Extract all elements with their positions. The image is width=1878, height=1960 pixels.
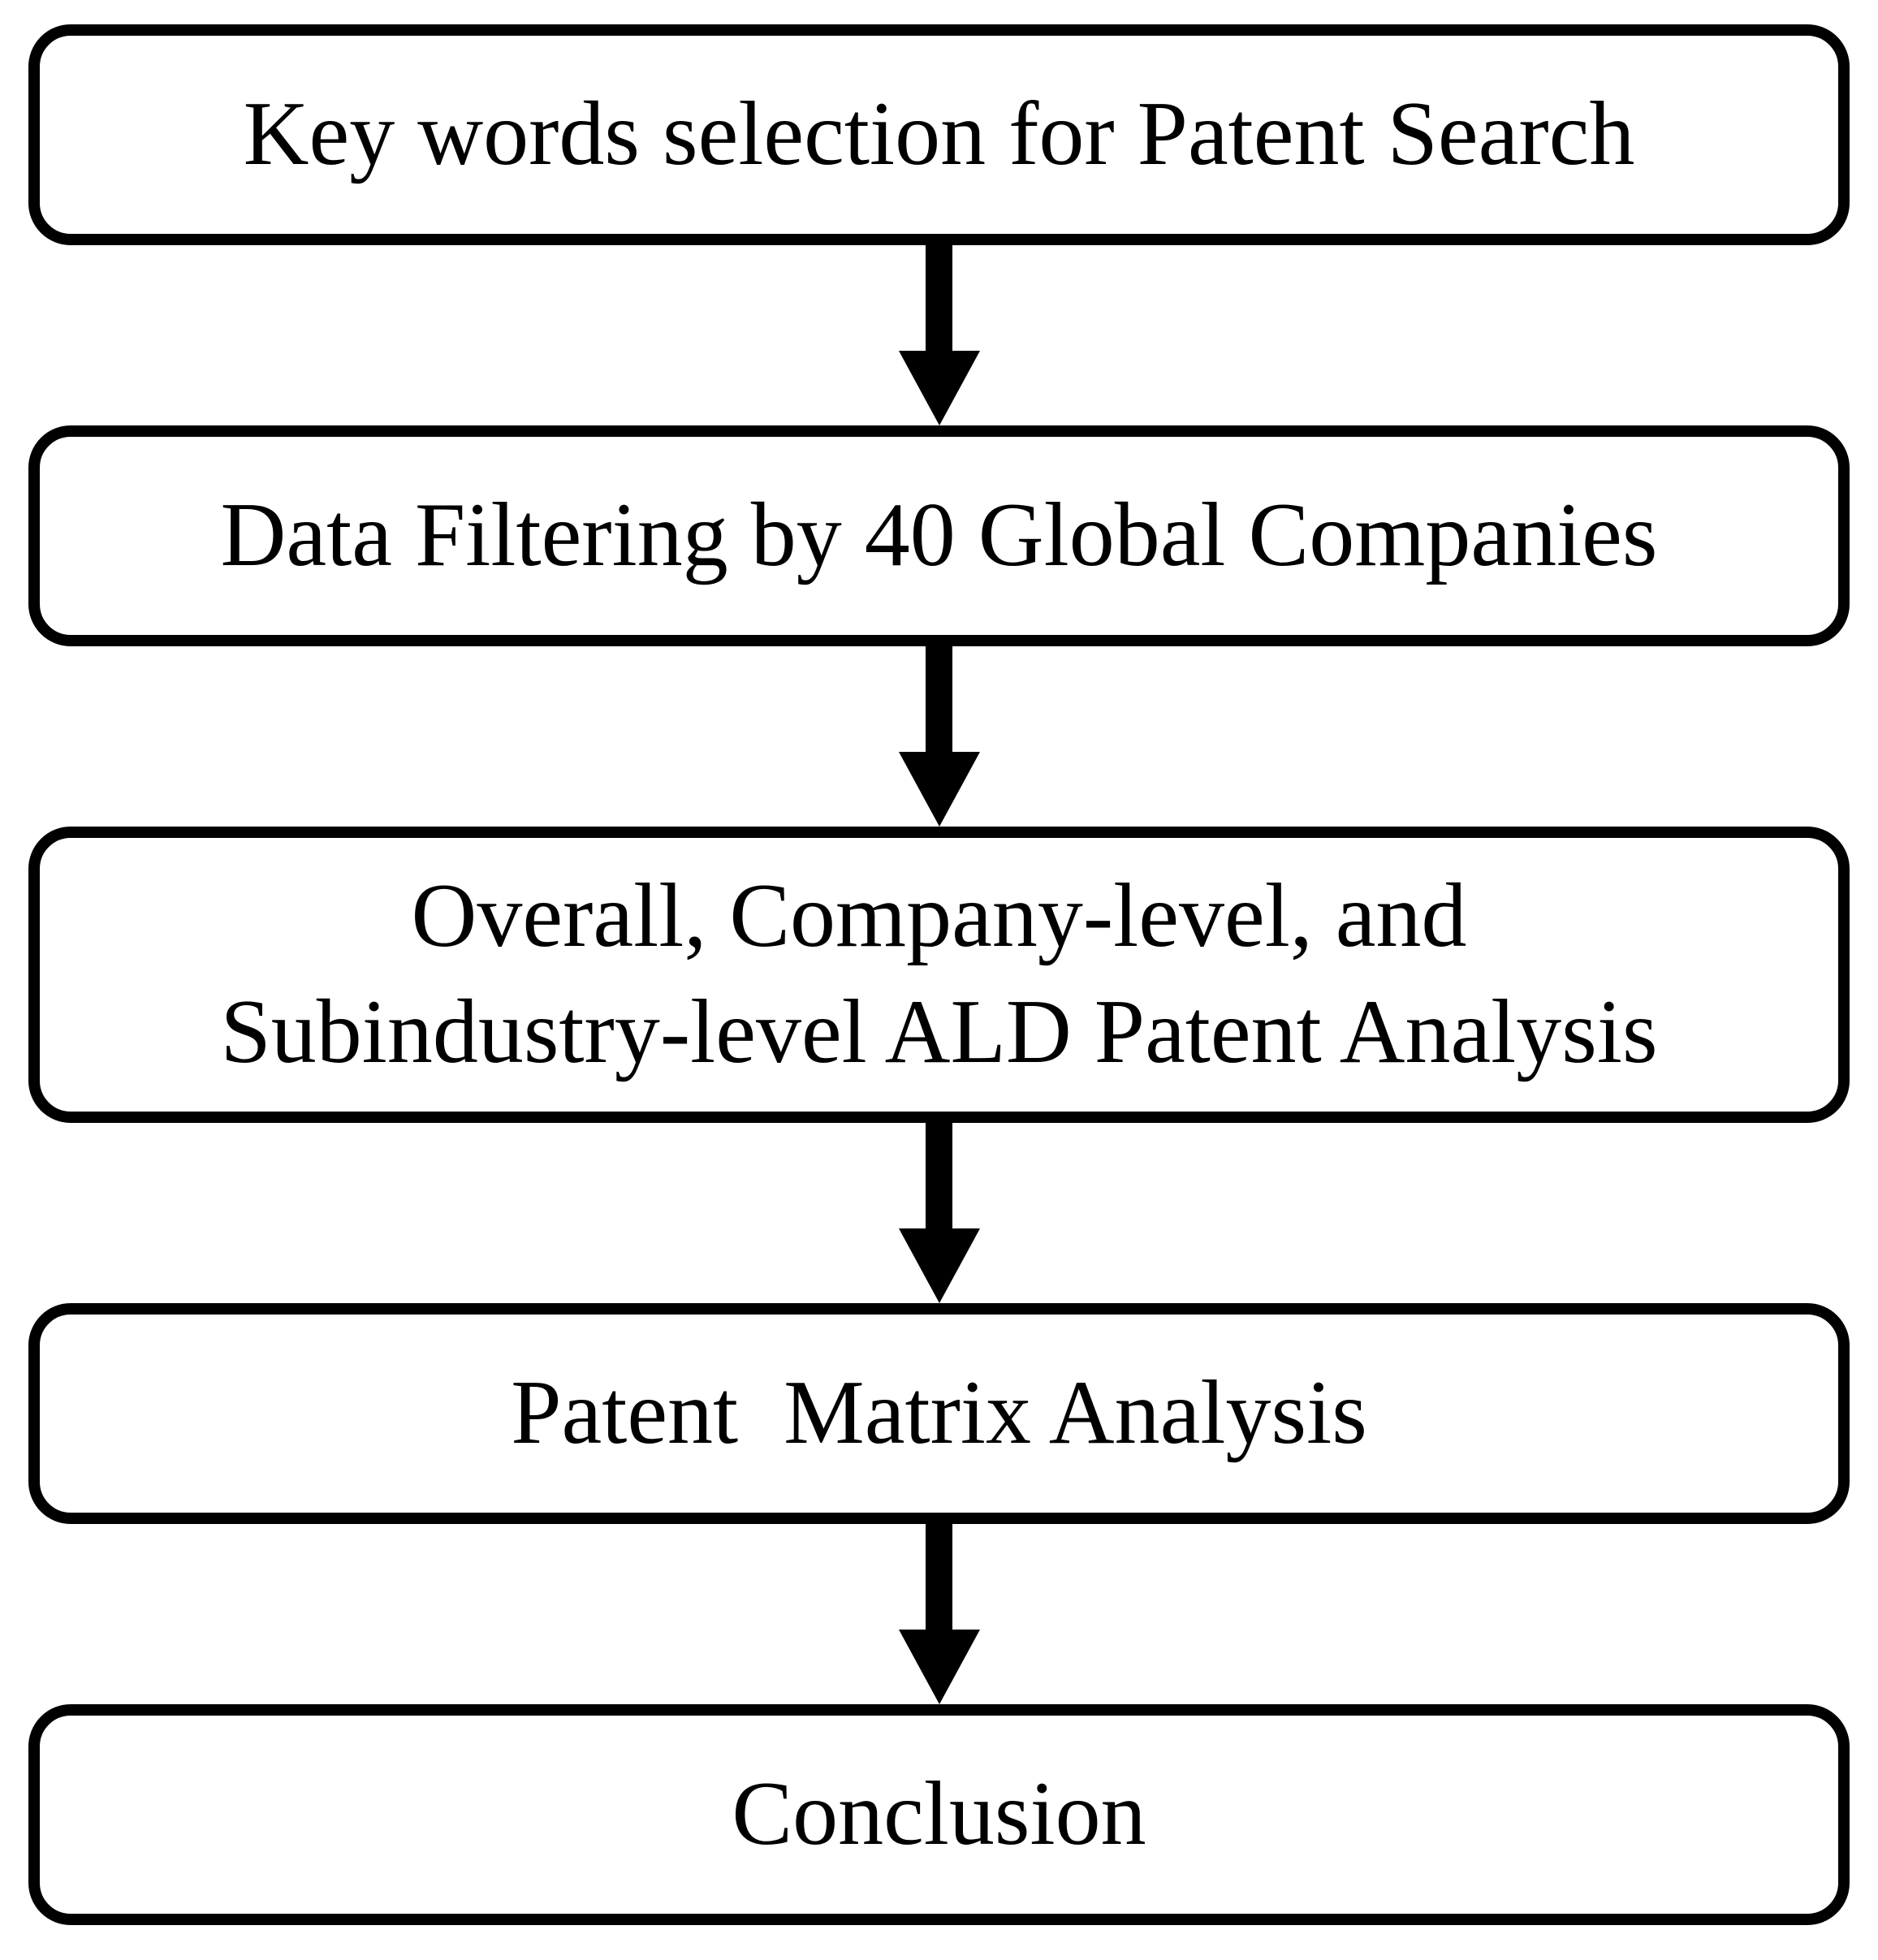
arrow-stem [926,646,952,752]
step-conclusion-label: Conclusion [732,1764,1146,1865]
step-patent-matrix-analysis: Patent Matrix Analysis [28,1302,1850,1524]
down-arrow [898,1122,980,1303]
arrow-head-icon [898,351,980,425]
arrow-stem [926,1122,952,1228]
step-conclusion: Conclusion [28,1703,1850,1925]
arrow-head-icon [898,1228,980,1303]
step-ald-patent-analysis: Overall, Company-level, and Subindustry-… [28,827,1850,1123]
step-keywords-selection-label: Key words selection for Patent Search [243,84,1635,185]
step-ald-patent-analysis-label: Overall, Company-level, and Subindustry-… [220,866,1658,1083]
down-arrow [898,646,980,827]
step-data-filtering-label: Data Filtering by 40 Global Companies [220,485,1658,586]
arrow-head-icon [898,752,980,827]
down-arrow [898,245,980,425]
step-data-filtering: Data Filtering by 40 Global Companies [28,425,1850,646]
step-patent-matrix-analysis-label: Patent Matrix Analysis [511,1362,1367,1464]
arrow-head-icon [898,1629,980,1704]
down-arrow [898,1523,980,1704]
arrow-stem [926,245,952,351]
arrow-stem [926,1523,952,1630]
step-keywords-selection: Key words selection for Patent Search [28,24,1850,245]
